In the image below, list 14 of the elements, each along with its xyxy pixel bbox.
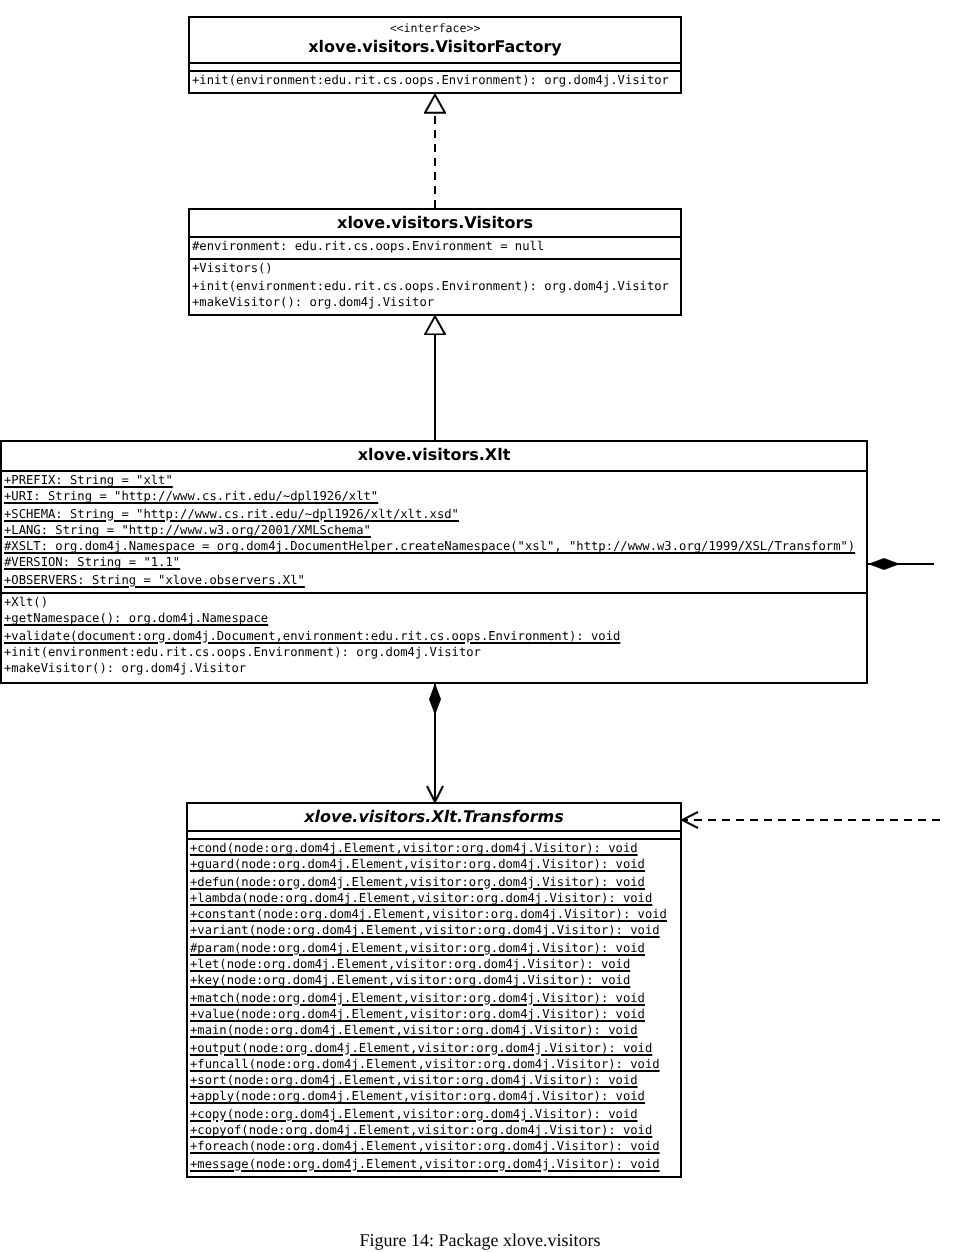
arrow xyxy=(424,315,446,441)
figure-caption: Figure 14: Package xlove.visitors xyxy=(359,1230,601,1252)
class-name: xlove.visitors.Xlt.Transforms xyxy=(304,807,564,827)
class-box xyxy=(188,208,682,317)
dashed-arrow xyxy=(424,93,446,209)
class-box xyxy=(186,802,682,1178)
class-name: xlove.visitors.Xlt xyxy=(357,446,511,466)
diamond-line xyxy=(867,558,935,570)
dashed-arrow xyxy=(681,811,941,829)
diamond-arrow xyxy=(426,682,444,803)
class-name: xlove.visitors.VisitorFactory xyxy=(308,37,562,57)
class-box xyxy=(188,16,682,95)
class-name: xlove.visitors.Visitors xyxy=(337,213,533,233)
class-box xyxy=(0,440,868,684)
